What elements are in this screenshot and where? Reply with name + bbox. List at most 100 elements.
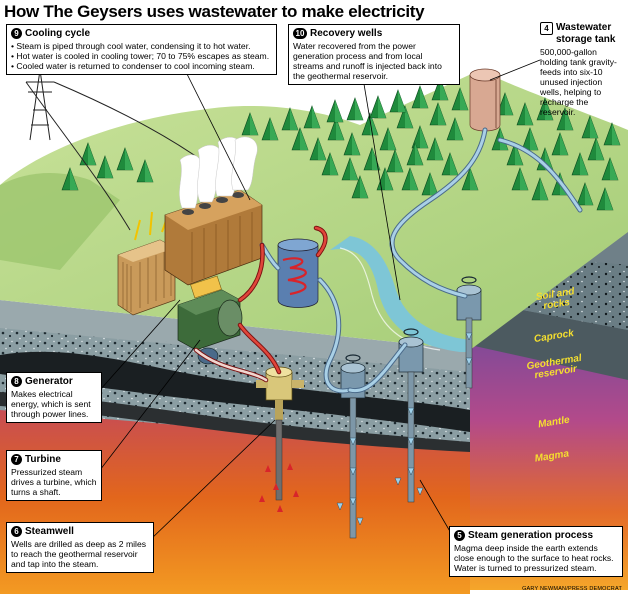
tree	[379, 127, 397, 151]
photo-credit: GARY NEWMAN/PRESS DEMOCRAT	[522, 586, 622, 592]
wastewater-storage-tank	[469, 68, 501, 132]
tree	[281, 107, 299, 131]
turbine-text: Pressurized steam drives a turbine, whic…	[11, 467, 97, 497]
leader-line	[489, 59, 541, 81]
tree	[79, 142, 97, 166]
flow-arrows	[99, 59, 541, 541]
turbine-heading: Turbine	[25, 454, 61, 465]
tree	[363, 147, 381, 171]
cooling-heading: Cooling cycle	[25, 28, 91, 39]
step-number-badge: 6	[11, 526, 22, 537]
cooling-step: • Steam is piped through cool water, con…	[11, 41, 251, 51]
leader-line	[179, 59, 251, 201]
step-number-badge: 7	[11, 454, 22, 465]
leader-line	[99, 339, 201, 471]
water-flow-arrow	[349, 497, 357, 506]
step-number-badge: 9	[11, 28, 22, 39]
tree	[303, 105, 321, 129]
callout-heading: 6 Steamwell	[11, 526, 149, 538]
generator-turbine	[177, 275, 243, 365]
tree	[346, 97, 364, 121]
condenser-tank	[277, 238, 319, 308]
callout-steamwell: 6 Steamwell Wells are drilled as deep as…	[6, 522, 154, 573]
tree	[461, 167, 479, 191]
water-flow-arrow	[336, 502, 344, 511]
tree	[321, 152, 339, 176]
water-flow-arrow	[407, 437, 415, 446]
tree	[341, 157, 359, 181]
tree	[361, 112, 379, 136]
tree	[596, 187, 614, 211]
tree	[411, 125, 429, 149]
tree	[536, 97, 554, 121]
cooling-steps: • Steam is piped through cool water, con…	[11, 41, 272, 71]
steamwell-heading: Steamwell	[25, 526, 74, 537]
water-flow-arrow	[407, 467, 415, 476]
water-flow-arrow	[407, 407, 415, 416]
page-title: How The Geysers uses wastewater to make …	[4, 2, 425, 21]
steam-flow-arrow	[293, 490, 299, 497]
tree	[531, 177, 549, 201]
tree	[587, 137, 605, 161]
water-flow-arrow	[465, 357, 473, 366]
tree	[551, 132, 569, 156]
callout-generator: 8 Generator Makes electrical energy, whi…	[6, 372, 102, 423]
step-number-badge: 8	[11, 376, 22, 387]
tree	[401, 167, 419, 191]
callout-heading: 4 Wastewater storage tank	[540, 22, 624, 46]
step-number-badge: 10	[293, 28, 307, 39]
tree	[601, 157, 619, 181]
callout-recovery-wells: 10 Recovery wells Water recovered from t…	[288, 24, 460, 85]
water-pipes	[193, 127, 583, 394]
tree	[516, 102, 534, 126]
callout-steam-generation: 5 Steam generation process Magma deep in…	[449, 526, 623, 577]
tree	[369, 95, 387, 119]
tree	[61, 167, 79, 191]
leader-line	[359, 59, 401, 301]
tree	[351, 175, 369, 199]
steam-flow-arrow	[277, 505, 283, 512]
callout-turbine: 7 Turbine Pressurized steam drives a tur…	[6, 450, 102, 501]
tree	[571, 152, 589, 176]
tree	[389, 89, 407, 113]
tree	[327, 117, 345, 141]
callout-heading: 9 Cooling cycle	[11, 28, 272, 40]
tree	[426, 137, 444, 161]
tree	[261, 117, 279, 141]
tree	[496, 92, 514, 116]
leader-line	[99, 299, 181, 391]
tank-heading: Wastewater storage tank	[556, 22, 616, 45]
tree	[136, 159, 154, 183]
water-flow-arrow	[465, 332, 473, 341]
tree	[556, 107, 574, 131]
steamgen-heading: Steam generation process	[468, 530, 594, 541]
tree	[576, 182, 594, 206]
steam-wellhead	[256, 366, 304, 420]
tank-text: 500,000-gallon holding tank gravity-feed…	[540, 47, 617, 117]
water-flow-arrow	[356, 517, 364, 526]
tree	[96, 155, 114, 179]
water-flow-arrow	[416, 487, 424, 496]
tree	[429, 102, 447, 126]
callout-heading: 10 Recovery wells	[293, 28, 455, 40]
tree	[116, 147, 134, 171]
water-flow-arrow	[349, 437, 357, 446]
callout-heading: 7 Turbine	[11, 454, 97, 466]
tree	[396, 105, 414, 129]
tree	[309, 137, 327, 161]
water-flow-arrow	[394, 477, 402, 486]
steam-flow-arrow	[287, 463, 293, 470]
tree	[386, 149, 404, 173]
tree	[421, 172, 439, 196]
callout-cooling-cycle: 9 Cooling cycle • Steam is piped through…	[6, 24, 277, 75]
tree	[291, 127, 309, 151]
injection-wellhead	[456, 276, 482, 321]
steam-flow-arrow	[259, 495, 265, 502]
tree	[511, 167, 529, 191]
callout-storage-tank: 4 Wastewater storage tank 500,000-gallon…	[540, 22, 624, 117]
steamgen-text: Magma deep inside the earth extends clos…	[454, 543, 614, 573]
recovery-text: Water recovered from the power generatio…	[293, 41, 442, 81]
cooling-tower	[164, 136, 263, 286]
steamwell-text: Wells are drilled as deep as 2 miles to …	[11, 539, 147, 569]
